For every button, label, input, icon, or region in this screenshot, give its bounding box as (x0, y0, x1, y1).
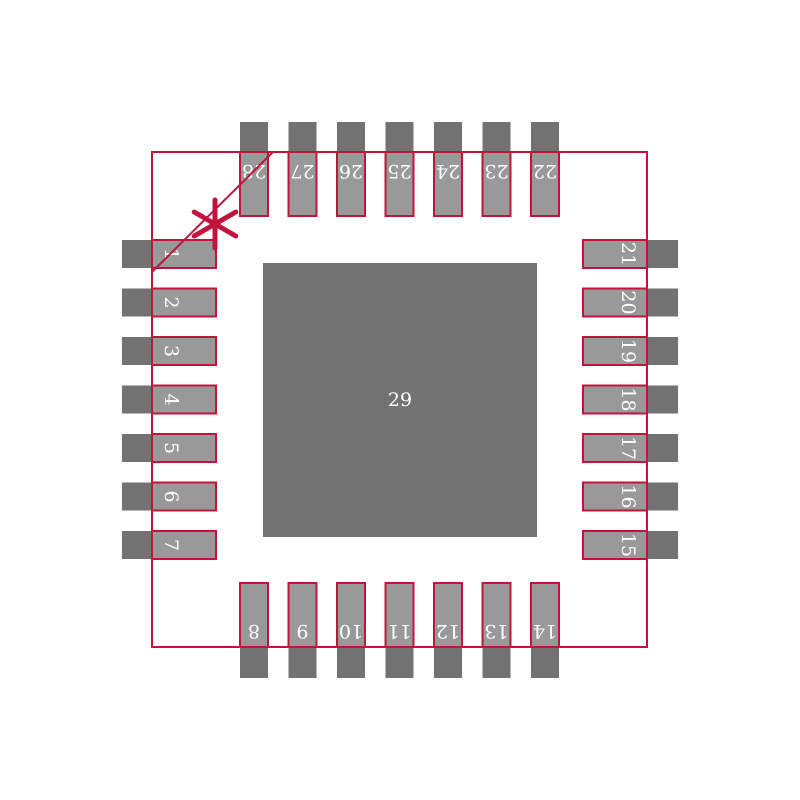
pin-21-pad (582, 239, 648, 269)
pin-18-pad (582, 384, 648, 415)
pin-label-13: 13 (484, 620, 508, 642)
pin-24-pad (433, 151, 463, 217)
pin-2-pad (151, 287, 217, 318)
pin-label-16: 16 (617, 484, 639, 508)
pin-label-7: 7 (160, 539, 182, 551)
pin-label-10: 10 (339, 620, 363, 642)
pin-16-pad (582, 481, 648, 512)
pin-12-pad (433, 582, 463, 648)
pin-label-22: 22 (533, 160, 557, 182)
pin-labels: 1234567151617181920218910111213142223242… (160, 160, 639, 642)
pin-label-24: 24 (436, 160, 460, 182)
pin-label-3: 3 (160, 345, 182, 357)
pin-9-pad (287, 582, 318, 648)
pin-14-pad (530, 582, 560, 648)
pin-label-14: 14 (533, 620, 557, 642)
pin-4-pad (151, 384, 217, 415)
pin-label-26: 26 (339, 160, 363, 182)
pin-label-11: 11 (387, 620, 411, 642)
pin-23-pad (481, 151, 512, 217)
pin-label-8: 8 (248, 620, 260, 642)
pin-label-18: 18 (617, 387, 639, 411)
pin-17-pad (582, 433, 648, 463)
pin-label-15: 15 (617, 533, 639, 557)
pin-label-5: 5 (160, 442, 182, 454)
center-thermal-pad (263, 263, 537, 537)
pin-10-pad (336, 582, 366, 648)
pin-label-12: 12 (436, 620, 460, 642)
pin-13-pad (481, 582, 512, 648)
pin-label-6: 6 (160, 490, 182, 502)
pin-6-pad (151, 481, 217, 512)
pin-label-17: 17 (617, 436, 639, 460)
pin-25-pad (384, 151, 415, 217)
pin-15-pad (582, 530, 648, 560)
pin-8-pad (239, 582, 269, 648)
pin-19-pad (582, 336, 648, 366)
asterisk-marker-icon (191, 197, 239, 251)
pin-label-21: 21 (617, 242, 639, 266)
pin1-marker (151, 151, 274, 273)
pin-7-pad (151, 530, 217, 560)
pin-3-pad (151, 336, 217, 366)
pin-label-4: 4 (160, 393, 182, 405)
pin-5-pad (151, 433, 217, 463)
pin-label-2: 2 (160, 296, 182, 308)
center-pad-label: 29 (388, 389, 412, 411)
pin-label-19: 19 (617, 339, 639, 363)
pin-22-pad (530, 151, 560, 217)
pin-20-pad (582, 287, 648, 318)
pin-11-pad (384, 582, 415, 648)
pin-label-23: 23 (484, 160, 508, 182)
pin-26-pad (336, 151, 366, 217)
pad-inner-layer (151, 151, 648, 648)
pin-label-27: 27 (290, 160, 314, 182)
pin-label-20: 20 (617, 290, 639, 314)
pin-label-25: 25 (387, 160, 411, 182)
pin-label-9: 9 (296, 620, 308, 642)
pin-27-pad (287, 151, 318, 217)
